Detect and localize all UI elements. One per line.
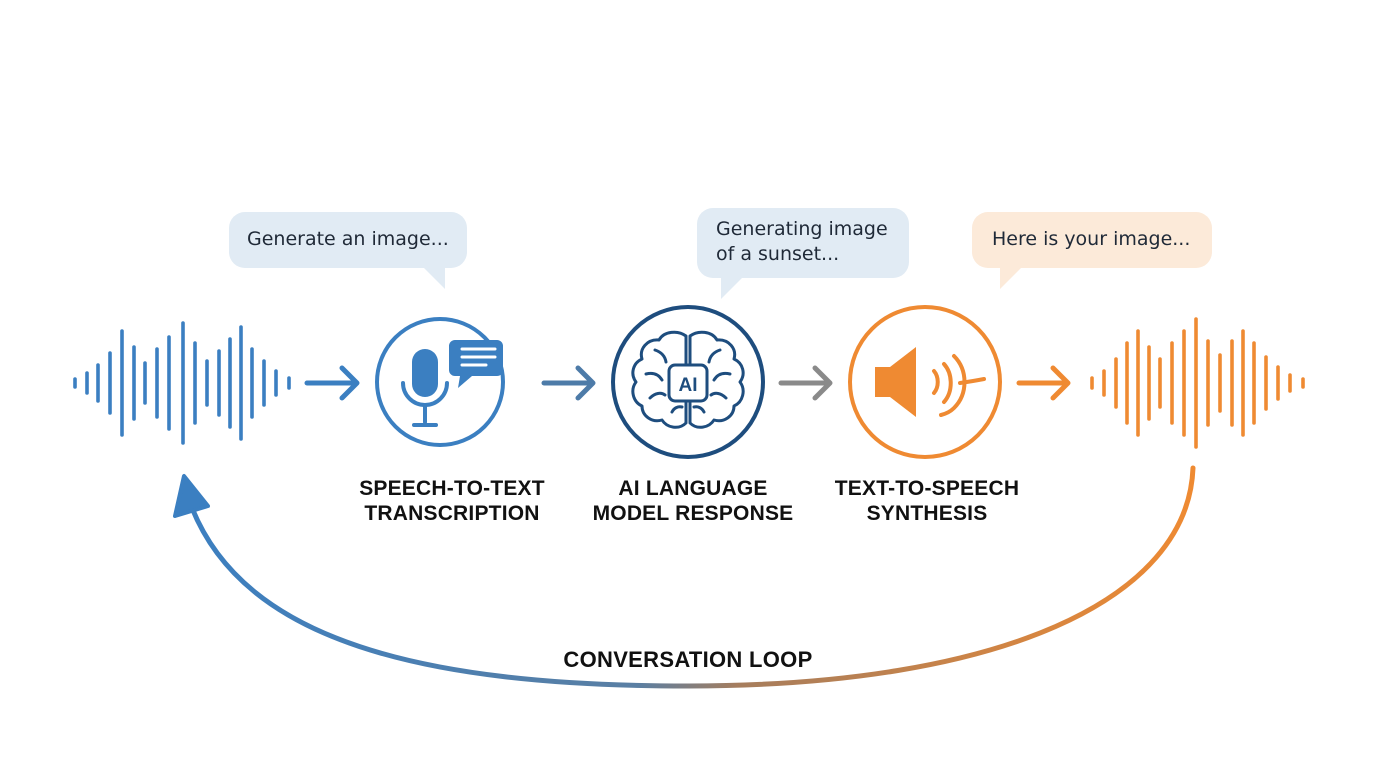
llm-icon: AI [611,305,765,459]
bubble-tail [423,267,445,289]
brain-icon [631,330,745,429]
arrow-to-output [1016,365,1071,401]
stt-label-line-2: TRANSCRIPTION [364,502,540,525]
user-prompt-bubble: Generate an image... [229,212,467,289]
ai-chip-icon [667,363,709,403]
model-response-bubble: Generating image of a sunset... [697,208,909,299]
llm-label-line-1: AI LANGUAGE [618,477,768,500]
llm-label-line-2: MODEL RESPONSE [592,502,794,525]
conversation-loop-label: CONVERSATION LOOP [563,647,813,672]
ai-chip-text: AI [679,375,698,396]
stt-label: SPEECH-TO-TEXT TRANSCRIPTION [337,476,567,526]
reply-text: Here is your image... [992,228,1191,250]
stt-label-line-1: SPEECH-TO-TEXT [359,477,545,500]
model-response-line-2: of a sunset... [716,243,840,265]
bubble-tail [1000,267,1022,289]
user-prompt-text: Generate an image... [247,228,449,250]
tts-label-line-2: SYNTHESIS [866,502,988,525]
arrow-to-tts [778,365,833,401]
conversation-loop-arrow [173,465,1196,689]
sound-waves-icon [932,354,986,417]
arrow-to-stt [304,365,360,401]
tts-label: TEXT-TO-SPEECH SYNTHESIS [812,476,1042,526]
model-response-line-1: Generating image [716,218,888,240]
output-waveform-icon [1090,317,1305,449]
llm-label: AI LANGUAGE MODEL RESPONSE [578,476,808,526]
arrow-to-llm [541,365,596,401]
tts-label-line-1: TEXT-TO-SPEECH [834,477,1020,500]
reply-bubble: Here is your image... [972,212,1212,289]
chat-bubble-icon [449,340,503,388]
input-waveform-icon [73,321,291,445]
stt-icon [375,317,505,447]
bubble-tail [721,277,743,299]
speaker-icon [875,347,916,417]
microphone-icon [401,349,449,427]
tts-icon [848,305,1002,459]
